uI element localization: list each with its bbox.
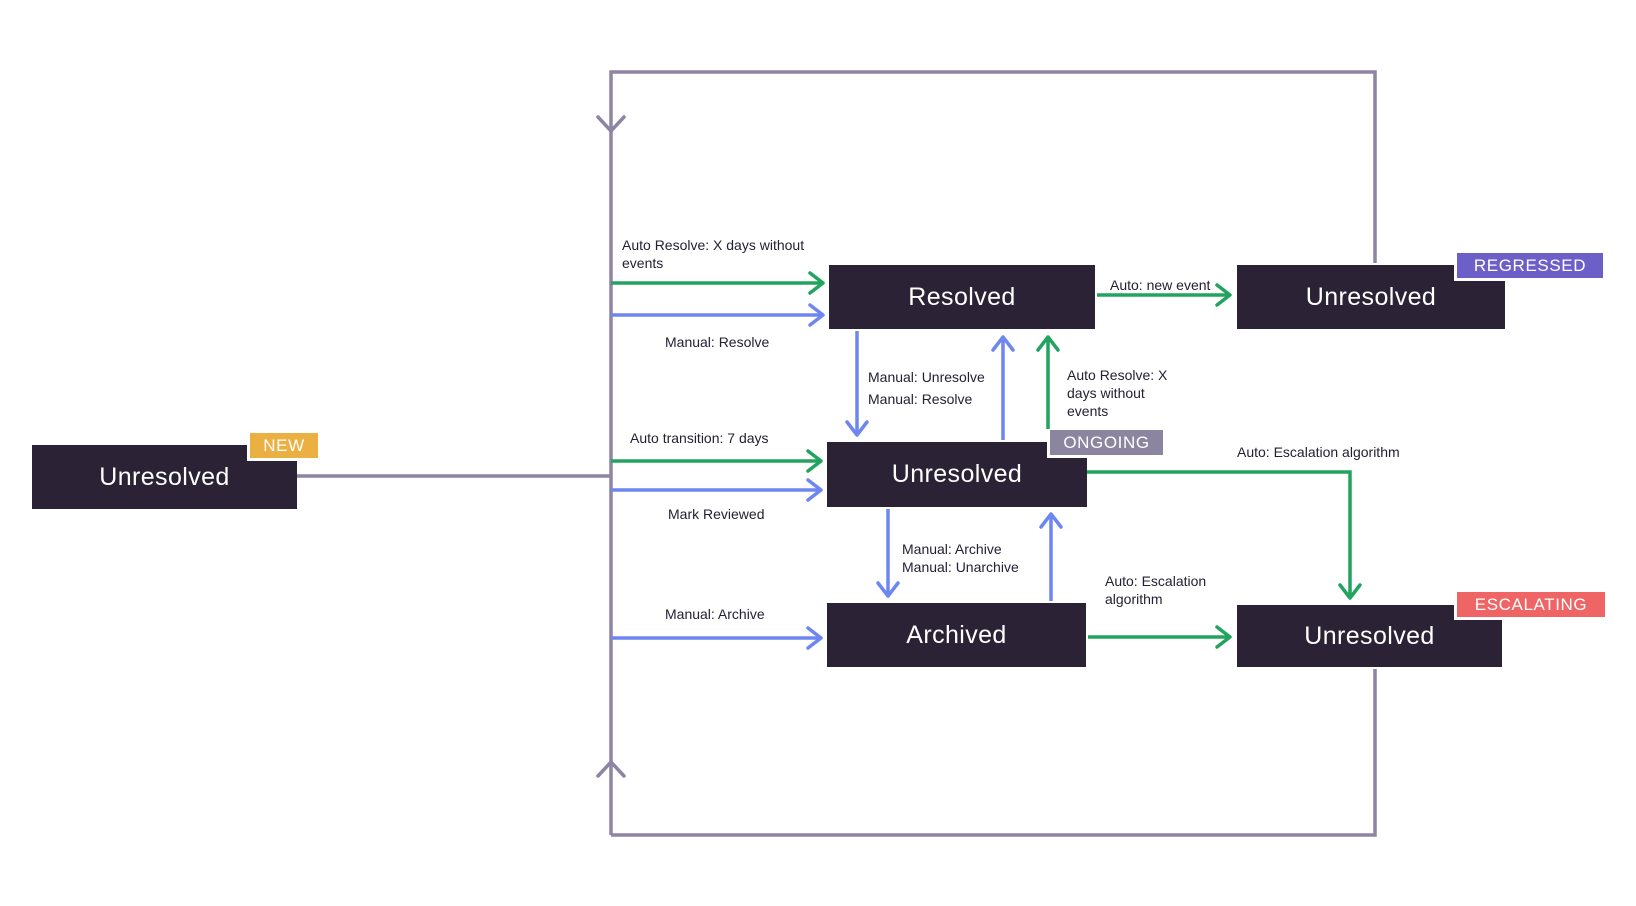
status-badge-regressed: REGRESSED: [1454, 253, 1603, 281]
loop-up-arrowhead-icon: [596, 760, 626, 778]
edge-label-manual-unresolve-resolve: Manual: Unresolve Manual: Resolve: [868, 369, 985, 407]
edge-label-manual-archive-unarchive: Manual: Archive Manual: Unarchive: [902, 541, 1019, 575]
loop-top-path: [609, 70, 1377, 835]
loop-bottom-path: [611, 669, 1377, 837]
manual-edges: [611, 303, 1063, 650]
auto-edges: [611, 271, 1362, 649]
loop-path: [297, 70, 1377, 837]
edge-label-auto-escalation-from-ongoing: Auto: Escalation algorithm: [1237, 444, 1400, 460]
edge-label-auto-transition: Auto transition: 7 days: [630, 430, 769, 446]
edge-label-manual-resolve-from-new: Manual: Resolve: [665, 334, 770, 350]
state-node-archived: Archived: [827, 603, 1086, 667]
status-badge-escalating: ESCALATING: [1454, 592, 1605, 620]
loop-down-arrowhead-icon: [596, 115, 626, 133]
edge-label-auto-new-event: Auto: new event: [1110, 277, 1211, 293]
state-node-unresolved-ongoing: Unresolved: [827, 442, 1087, 507]
edge-label-auto-resolve-from-ongoing: Auto Resolve: X days without events: [1067, 367, 1168, 419]
edge-auto-escalation-from-ongoing: [1087, 470, 1362, 600]
status-badge-ongoing: ONGOING: [1047, 430, 1163, 458]
state-node-resolved: Resolved: [829, 265, 1095, 329]
edge-label-auto-escalation-from-archived: Auto: Escalation algorithm: [1105, 573, 1207, 607]
edge-label-mark-reviewed: Mark Reviewed: [668, 506, 765, 522]
edge-label-auto-resolve-from-new: Auto Resolve: X days without events: [622, 237, 805, 271]
edge-label-manual-archive-from-new: Manual: Archive: [665, 606, 765, 622]
status-badge-new: NEW: [247, 433, 318, 461]
